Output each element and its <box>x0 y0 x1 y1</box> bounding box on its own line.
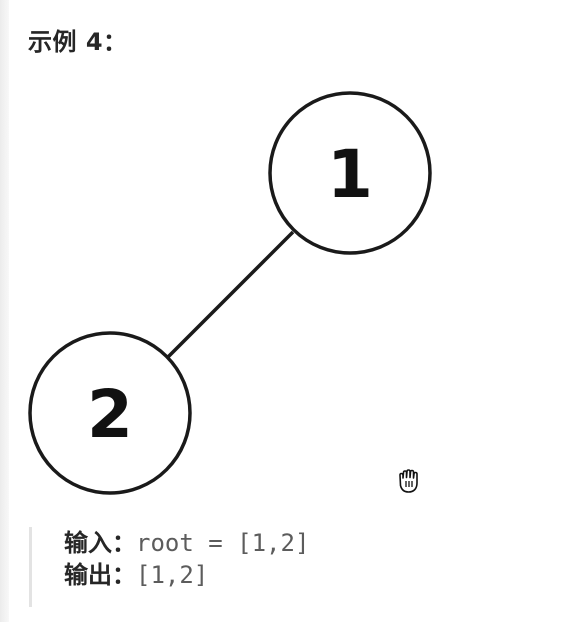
left-edge-strip <box>0 0 9 622</box>
input-value: root = [1,2] <box>136 529 310 557</box>
example-io-block: 输入：root = [1,2] 输出：[1,2] <box>29 527 449 607</box>
tree-node-circle <box>268 91 432 255</box>
tree-node-1: 1 <box>268 91 432 255</box>
input-line: 输入：root = [1,2] <box>64 527 449 559</box>
tree-edge <box>166 230 295 359</box>
tree-node-label: 1 <box>327 136 373 213</box>
tree-node-circle <box>28 331 192 495</box>
grab-hand-cursor-icon <box>399 469 418 493</box>
example-title: 示例 4： <box>28 28 128 56</box>
output-line: 输出：[1,2] <box>64 559 449 591</box>
output-value: [1,2] <box>136 561 209 589</box>
tree-node-label: 2 <box>87 376 133 453</box>
output-label: 输出： <box>64 561 136 589</box>
tree-node-2: 2 <box>28 331 192 495</box>
input-label: 输入： <box>64 529 136 557</box>
